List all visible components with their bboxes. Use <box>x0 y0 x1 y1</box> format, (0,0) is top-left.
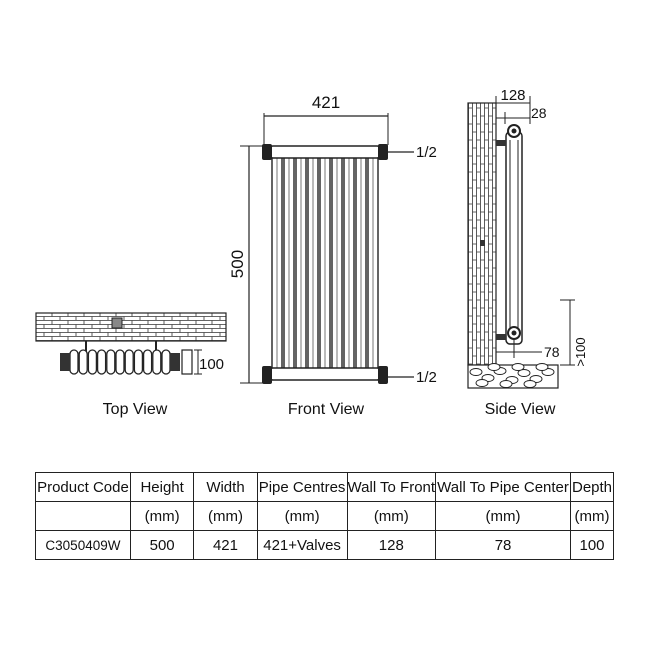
width-dimension-label: 421 <box>312 93 340 112</box>
valve-bottom-left <box>262 366 272 384</box>
unit-cell: (mm) <box>435 501 571 531</box>
radiator-column <box>69 349 79 375</box>
radiator-top-view <box>69 349 171 375</box>
radiator-column <box>124 349 134 375</box>
radiator-column <box>142 349 153 375</box>
radiator-column <box>152 349 162 375</box>
product-code-cell: C3050409W <box>35 530 131 560</box>
wall-top-view <box>35 312 227 342</box>
side-view-caption: Side View <box>484 401 556 418</box>
bottom-pipe-label: 1/2 <box>416 369 437 386</box>
valve-bottom-right <box>378 366 388 384</box>
header-wall-to-pipe-center: Wall To Pipe Center <box>435 472 571 502</box>
table-header-row: Product Code Height Width Pipe Centres W… <box>35 472 614 502</box>
radiator-column <box>133 349 144 375</box>
front-view: 421 500 1/2 1/2 <box>228 93 437 386</box>
plug-top <box>378 144 388 160</box>
depth-dimension-label: 100 <box>199 356 224 373</box>
height-cell: 500 <box>129 530 195 560</box>
depth-cell: 100 <box>570 530 614 560</box>
radiator-column <box>96 349 107 375</box>
top-view-caption: Top View <box>102 401 168 418</box>
table-row: C3050409W 500 421 421+Valves 128 78 100 <box>35 530 614 560</box>
wall-to-front-label: 128 <box>500 87 525 104</box>
radiator-column <box>106 349 116 375</box>
floor-clearance-label: >100 <box>573 337 588 366</box>
technical-drawing: 100 421 500 1/2 1/2 <box>35 87 588 389</box>
wall-side-view <box>467 102 497 366</box>
unit-cell: (mm) <box>346 501 437 531</box>
header-height: Height <box>129 472 195 502</box>
unit-cell: (mm) <box>129 501 195 531</box>
unit-cell: (mm) <box>193 501 258 531</box>
side-view: 128 28 78 >100 <box>467 87 588 389</box>
unit-cell <box>35 501 131 531</box>
top-view: 100 <box>35 312 227 375</box>
header-product-code: Product Code <box>35 472 131 502</box>
radiator-column <box>161 349 171 375</box>
top-pipe-label: 1/2 <box>416 144 437 161</box>
header-depth: Depth <box>570 472 614 502</box>
radiator-side-profile <box>505 131 523 345</box>
header-wall-to-front: Wall To Front <box>346 472 437 502</box>
floor-gravel <box>469 363 555 388</box>
radiator-front-view <box>271 149 379 379</box>
unit-cell: (mm) <box>570 501 614 531</box>
radiator-column <box>78 349 88 375</box>
header-pipe-centres: Pipe Centres <box>256 472 348 502</box>
radiator-column <box>115 349 125 375</box>
valve-right <box>170 353 180 371</box>
front-view-caption: Front View <box>287 401 365 418</box>
wall-to-front-cell: 128 <box>346 530 437 560</box>
width-cell: 421 <box>193 530 258 560</box>
height-dimension-label: 500 <box>228 250 247 278</box>
wall-to-pipe-center-cell: 78 <box>435 530 571 560</box>
valve-left <box>60 353 70 371</box>
wall-to-pipe-label: 78 <box>544 344 560 360</box>
radiator-column <box>87 349 98 375</box>
bracket-dimension-label: 28 <box>531 105 547 121</box>
unit-cell: (mm) <box>256 501 348 531</box>
bleed-valve <box>262 144 272 160</box>
table-units-row: (mm) (mm) (mm) (mm) (mm) (mm) <box>35 501 614 531</box>
pipe-centres-cell: 421+Valves <box>256 530 348 560</box>
header-width: Width <box>193 472 258 502</box>
spec-table: Product Code Height Width Pipe Centres W… <box>35 472 614 560</box>
